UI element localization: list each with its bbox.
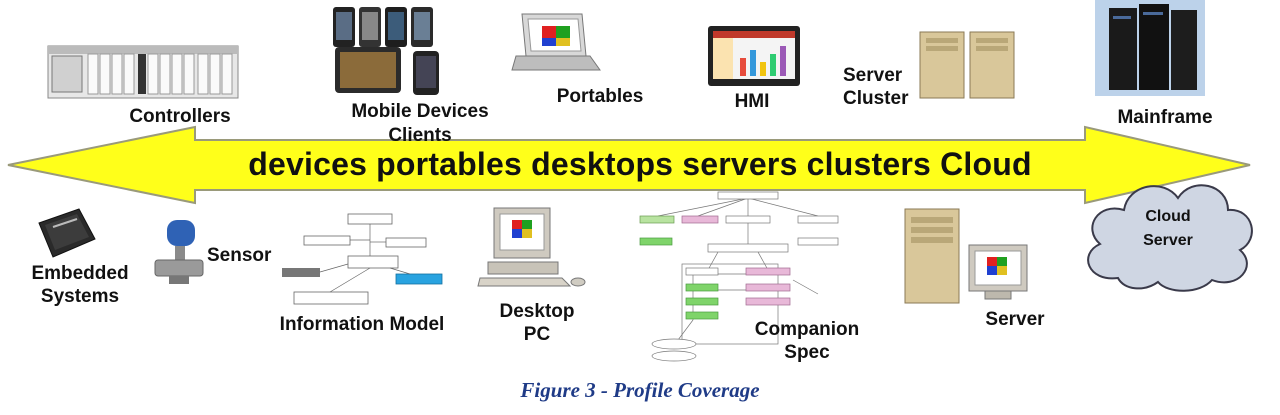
portables-label: Portables: [556, 86, 644, 107]
server-image: [904, 208, 1028, 304]
mainframe-label: Mainframe: [1117, 107, 1213, 128]
server-cluster-label-1: Server: [843, 65, 903, 86]
figure-caption: Figure 3 - Profile Coverage: [520, 378, 760, 402]
embedded-chip-image: [38, 208, 96, 258]
desktop-pc-image: [477, 207, 586, 287]
hmi-image: [708, 26, 800, 86]
desktop-label-2: PC: [523, 324, 551, 345]
desktop-label-1: Desktop: [499, 301, 575, 322]
information-model-label: Information Model: [279, 314, 445, 335]
mobile-devices-image: [333, 7, 439, 95]
server-label: Server: [985, 309, 1045, 330]
cloud-label-1: Cloud: [1145, 208, 1191, 225]
server-cluster-label-2: Cluster: [843, 88, 909, 109]
mobile-clients-label: Clients: [388, 125, 452, 146]
arrow-label: devices portables desktops servers clust…: [248, 146, 1032, 182]
portables-image: [511, 13, 601, 71]
controllers-label: Controllers: [129, 106, 231, 127]
cloud-shape: [1087, 184, 1253, 292]
controllers-image: [47, 45, 239, 99]
mobile-devices-label: Mobile Devices: [351, 101, 489, 122]
sensor-label: Sensor: [207, 245, 272, 266]
companion-label-1: Companion: [754, 319, 860, 340]
server-cluster-image: [919, 31, 1015, 99]
mainframe-image: [1095, 0, 1205, 96]
sensor-image: [154, 220, 204, 284]
embedded-label-1: Embedded: [31, 263, 129, 284]
companion-label-2: Spec: [784, 342, 830, 363]
hmi-label: HMI: [734, 91, 770, 112]
information-model-diagram: [282, 213, 443, 305]
cloud-label-2: Server: [1143, 232, 1193, 249]
embedded-label-2: Systems: [40, 286, 120, 307]
companion-spec-diagram: [639, 191, 839, 362]
